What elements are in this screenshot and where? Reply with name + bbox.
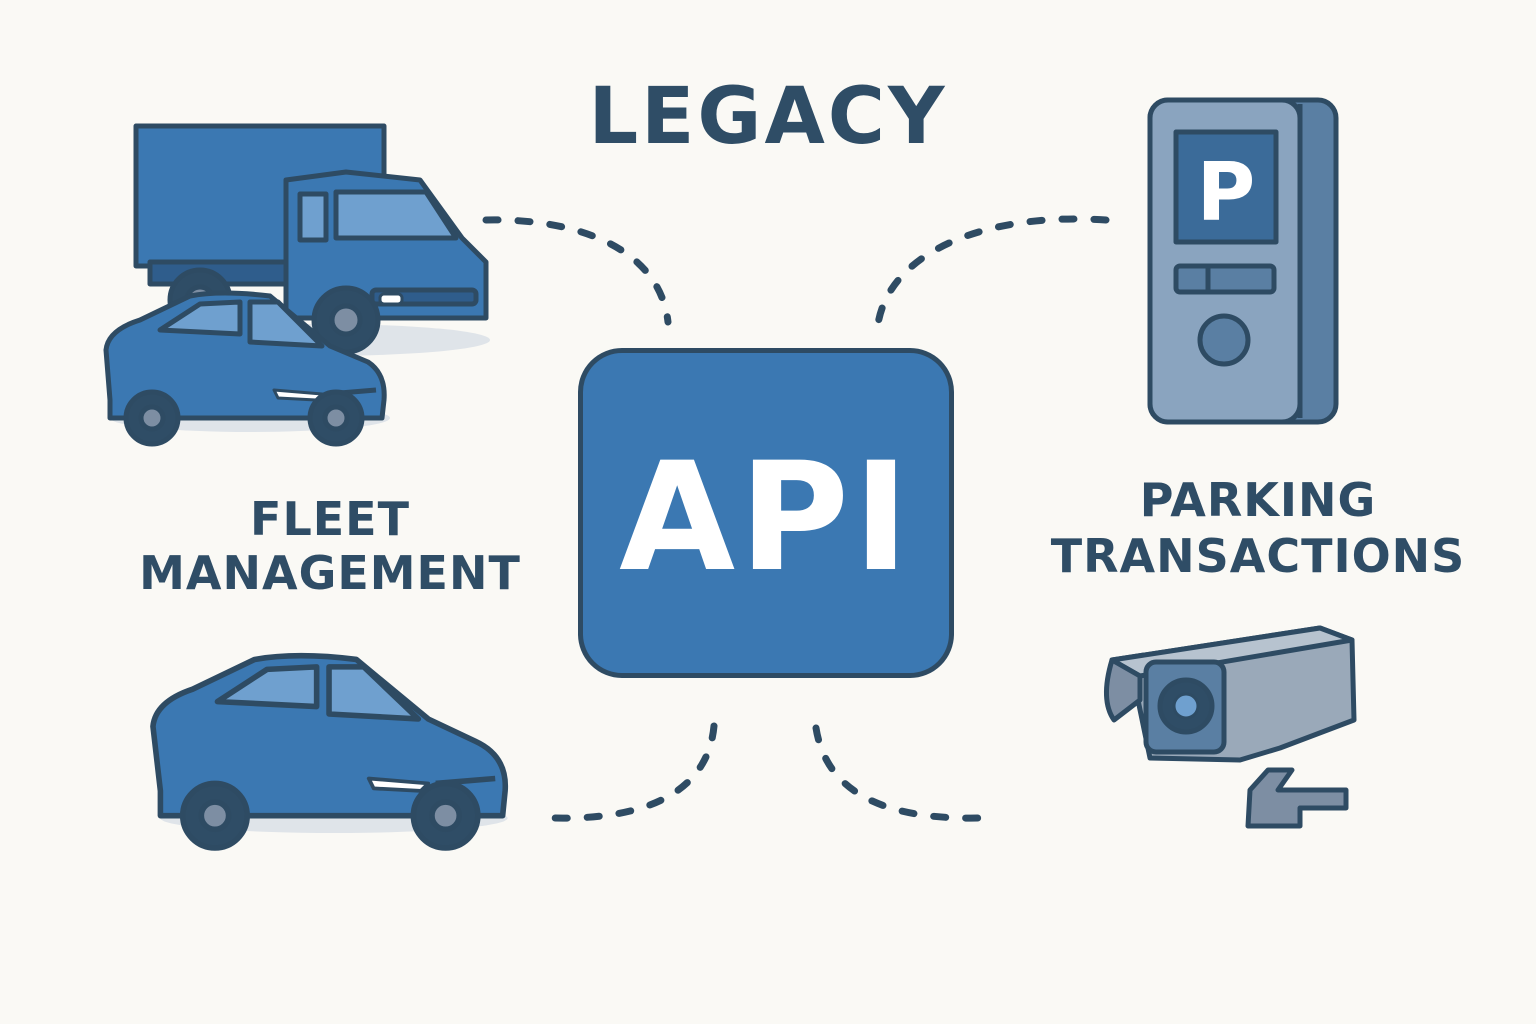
connector-lines [482,215,1110,822]
sedan-car-icon [103,290,390,447]
box-truck-icon [133,123,490,356]
parking-meter-icon [1147,97,1339,425]
api-label: API [619,431,913,605]
sedan-car-icon [150,652,509,851]
api-box: API [578,348,954,678]
fleet-label-line2: MANAGEMENT [139,546,521,600]
connector-bottom-right [812,724,984,822]
parking-label-line1: PARKING [1139,473,1377,527]
parking-label-line2: TRANSACTIONS [1050,529,1466,583]
fleet-management-label: FLEET MANAGEMENT [130,492,530,600]
connector-bottom-left [550,722,718,822]
parking-sign-letter: P [1197,146,1256,239]
parking-transactions-label: PARKING TRANSACTIONS [1048,472,1468,584]
diagram-title: LEGACY [588,72,948,162]
connector-top-left [482,216,672,326]
connector-top-right [874,215,1110,328]
security-camera-icon [1103,625,1357,829]
fleet-label-line1: FLEET [250,492,410,546]
